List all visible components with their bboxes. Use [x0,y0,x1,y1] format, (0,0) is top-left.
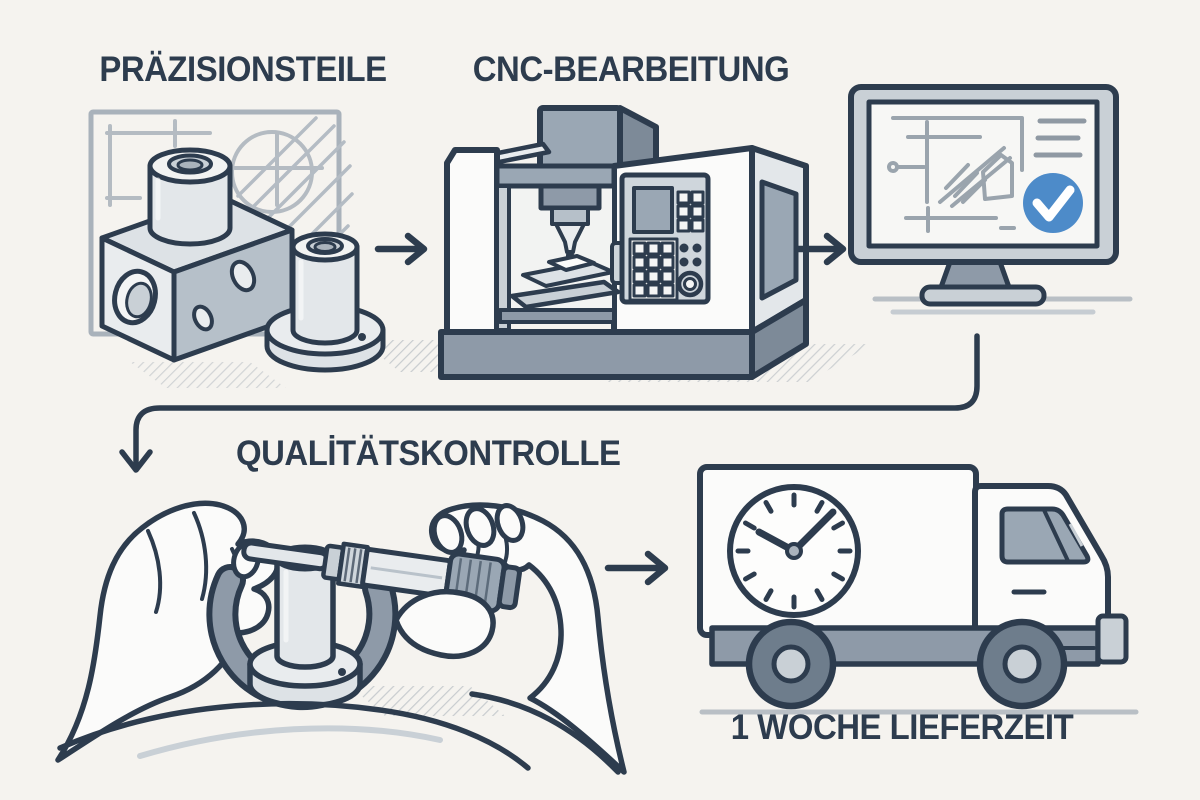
micrometer-measurement-hands-icon [55,500,627,775]
label-cnc-bearbeitung: CNC-BEARBEITUNG [472,50,790,89]
monitor-approval-icon [848,84,1133,315]
clock-icon [727,484,861,618]
arrow-cnc-to-monitor-icon [793,232,847,266]
control-panel [610,172,711,305]
panel-buttons [676,190,705,233]
label-lieferzeit: 1 WOCHE LIEFERZEIT [730,708,1074,747]
panel-keypad [632,241,675,298]
machine-base [438,297,809,380]
thumb [393,589,496,659]
cad-drawing [887,116,1024,233]
micrometer-barrel [241,540,522,614]
cube-part [99,147,295,363]
delivery-truck-clock-icon [697,464,1139,715]
side-window [759,179,799,301]
cnc-milling-machine-icon [438,105,872,382]
cab-window [999,506,1091,565]
spindle-tool [538,183,602,266]
front-wheel [976,618,1068,710]
cube-shadow [130,362,286,388]
monitor-base [919,284,1047,307]
arrow-quality-to-delivery-icon [604,550,669,586]
bushing-part [264,231,386,373]
right-hand-fingers [393,503,526,659]
rear-wheel [745,618,837,710]
truck-cab [972,483,1111,655]
front-bumper [1095,613,1129,665]
arrow-parts-to-cnc-icon [374,232,428,266]
panel-screen [632,186,674,234]
screen-text-lines [1033,118,1087,158]
qc-shadow [350,686,505,716]
panel-dots [679,243,702,267]
work-table [509,279,621,310]
machining-cavity [494,163,621,332]
forearm-lines [57,691,621,775]
machined-parts-blueprint-icon [88,109,520,388]
workpiece [521,254,615,288]
label-praezisionsteile: PRÄZISIONSTEILE [99,50,387,89]
curved-arrow-monitor-to-quality-icon [119,333,980,473]
label-qualitaetskontrolle: QUALİTÄTSKONTROLLE [236,434,621,473]
blue-checkmark-circle-icon [1023,173,1083,233]
